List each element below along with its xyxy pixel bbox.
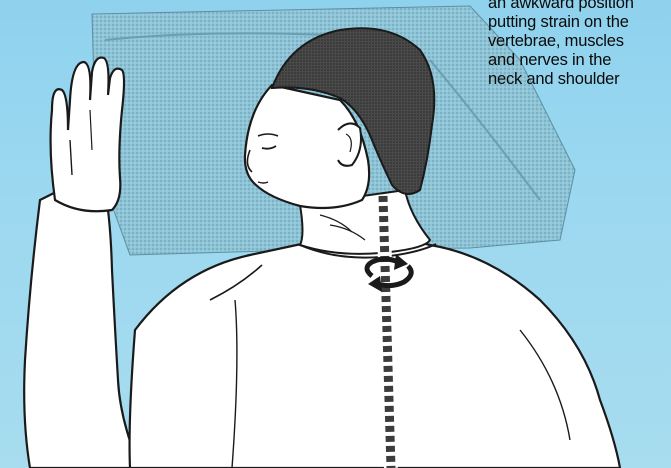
caption-text: an awkward position putting strain on th… bbox=[488, 0, 668, 89]
caption-line-3: vertebrae, muscles bbox=[488, 32, 668, 51]
caption-line-4: and nerves in the bbox=[488, 51, 668, 70]
caption-line-2: putting strain on the bbox=[488, 13, 668, 32]
caption-line-1: an awkward position bbox=[488, 0, 668, 13]
spine-vertebrae bbox=[383, 196, 391, 468]
torso-shirt bbox=[130, 237, 620, 468]
hand bbox=[51, 58, 124, 212]
caption-line-5: neck and shoulder bbox=[488, 70, 668, 89]
